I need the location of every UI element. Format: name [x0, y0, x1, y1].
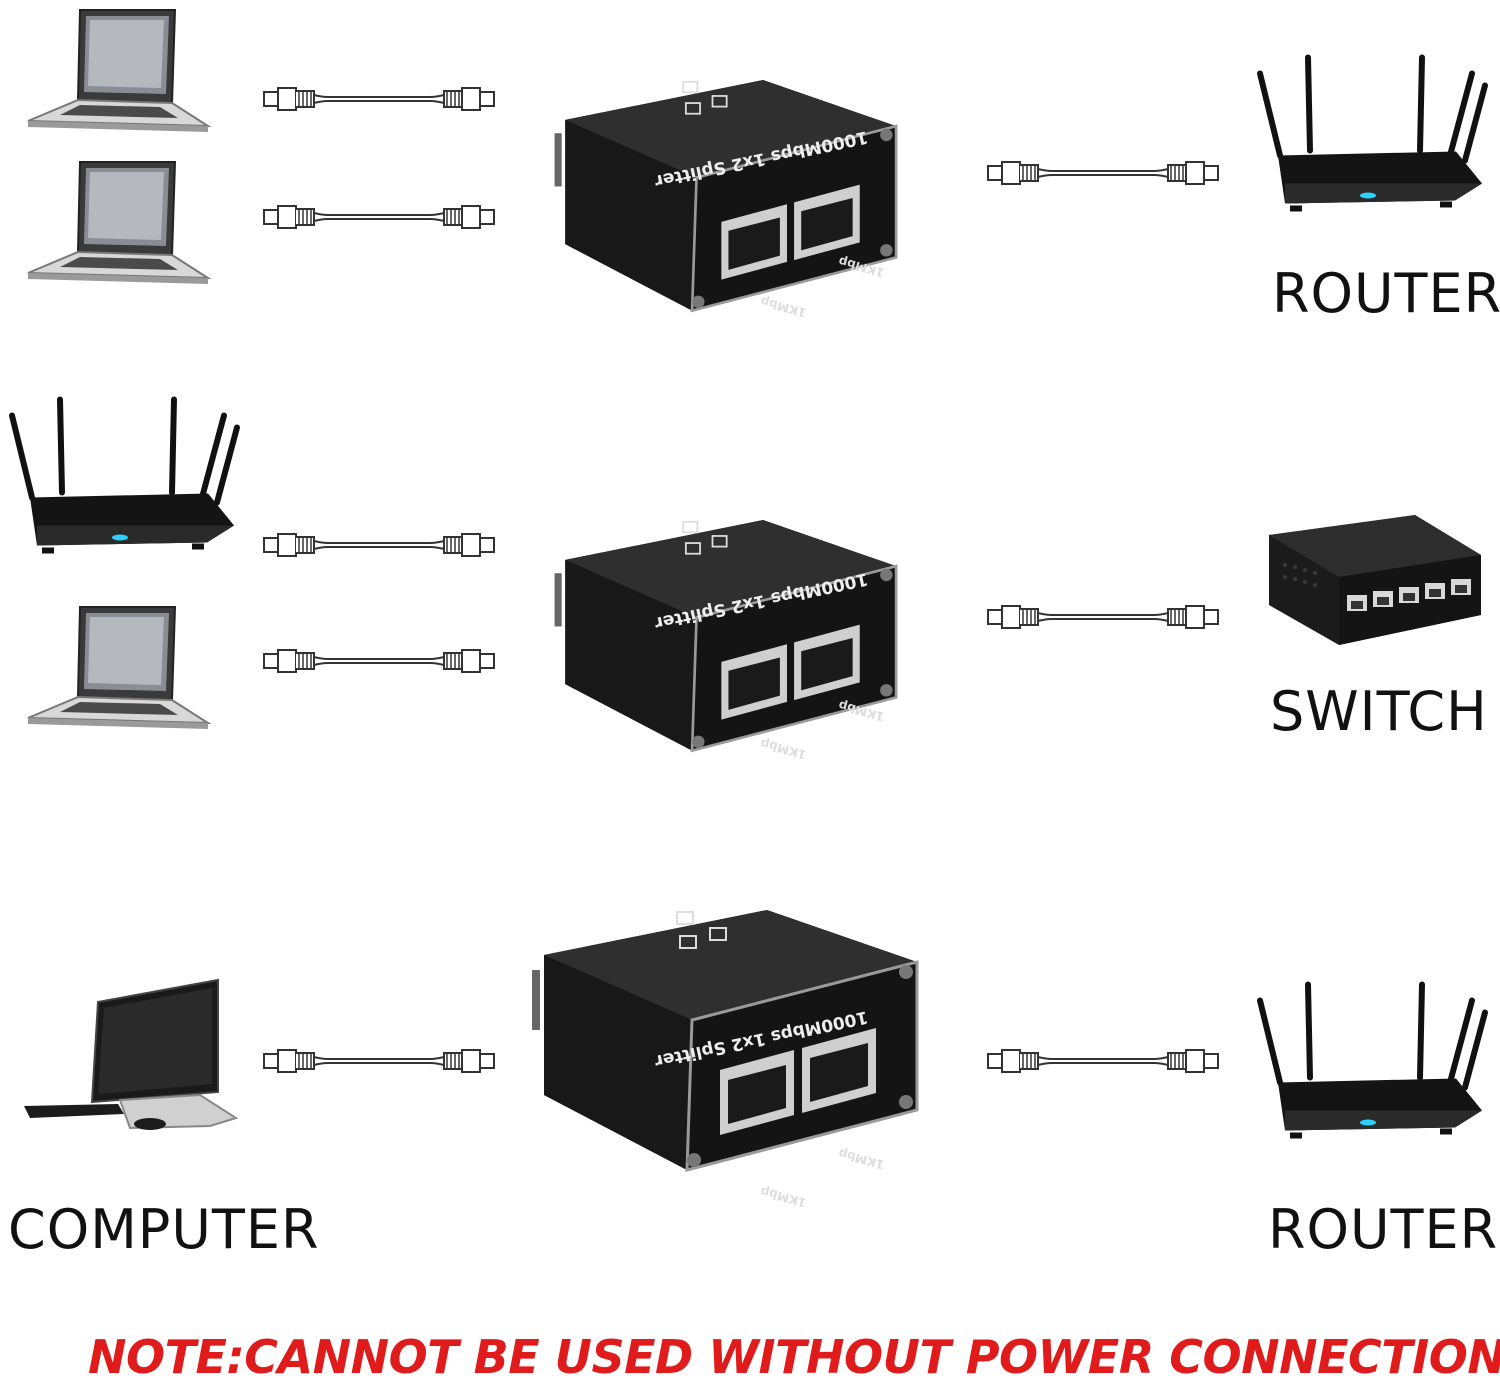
ethernet-cable-icon — [263, 87, 495, 111]
switch-label: SWITCH — [1270, 680, 1488, 743]
router-label: ROUTER — [1268, 1198, 1499, 1261]
ethernet-splitter — [553, 80, 898, 313]
desktop-computer-icon — [24, 978, 239, 1130]
router-icon — [12, 400, 237, 554]
ethernet-cable-icon — [987, 161, 1219, 185]
router-icon — [1260, 985, 1485, 1139]
router-label: ROUTER — [1272, 262, 1500, 325]
ethernet-splitter — [553, 520, 898, 753]
switch-icon — [1269, 515, 1481, 645]
ethernet-cable-icon — [987, 1049, 1219, 1073]
computer-label: COMPUTER — [8, 1198, 320, 1261]
router-icon — [1260, 58, 1485, 212]
ethernet-cable-icon — [263, 533, 495, 557]
ethernet-cable-icon — [263, 649, 495, 673]
power-note: NOTE:CANNOT BE USED WITHOUT POWER CONNEC… — [88, 1330, 1500, 1384]
ethernet-cable-icon — [987, 605, 1219, 629]
ethernet-cable-icon — [263, 205, 495, 229]
laptop-icon — [27, 9, 209, 133]
ethernet-cable-icon — [263, 1049, 495, 1073]
laptop-icon — [27, 606, 209, 730]
laptop-icon — [27, 161, 209, 285]
